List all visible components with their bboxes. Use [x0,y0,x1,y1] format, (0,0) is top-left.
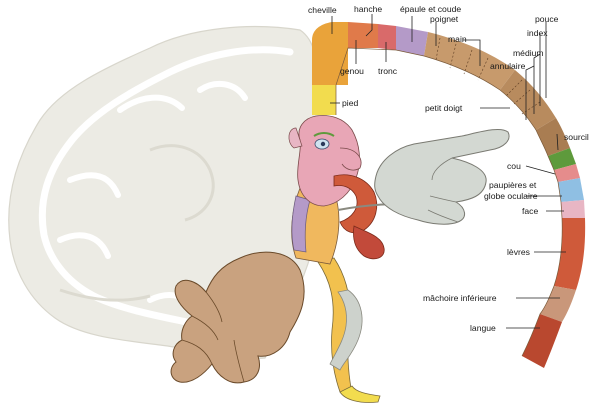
leader-lines [330,14,566,329]
labels: cheville hanche épaule et coude poignet … [308,4,589,333]
label-machoire: mâchoire inférieure [423,293,497,303]
label-paupieres-1: paupières et [489,180,537,190]
label-medium: médium [513,48,544,58]
label-cheville: cheville [308,5,337,15]
label-pouce: pouce [535,14,559,24]
label-face: face [522,206,538,216]
label-genou: genou [340,66,364,76]
big-hand [170,251,305,384]
homunculus-figure [288,115,401,403]
label-poignet: poignet [430,14,459,24]
label-langue: langue [470,323,496,333]
label-epaule-coude: épaule et coude [400,4,461,14]
label-petit-doigt: petit doigt [425,103,463,113]
label-annulaire: annulaire [490,61,526,71]
label-cou: cou [507,161,521,171]
label-tronc: tronc [378,66,398,76]
label-pied: pied [342,98,358,108]
motor-strip [312,22,586,368]
label-hanche: hanche [354,4,382,14]
label-paupieres-2: globe oculaire [484,191,538,201]
label-main: main [448,34,467,44]
label-index: index [527,28,548,38]
label-levres: lèvres [507,247,530,257]
pointing-hand [374,129,510,225]
label-sourcil: sourcil [564,132,589,142]
